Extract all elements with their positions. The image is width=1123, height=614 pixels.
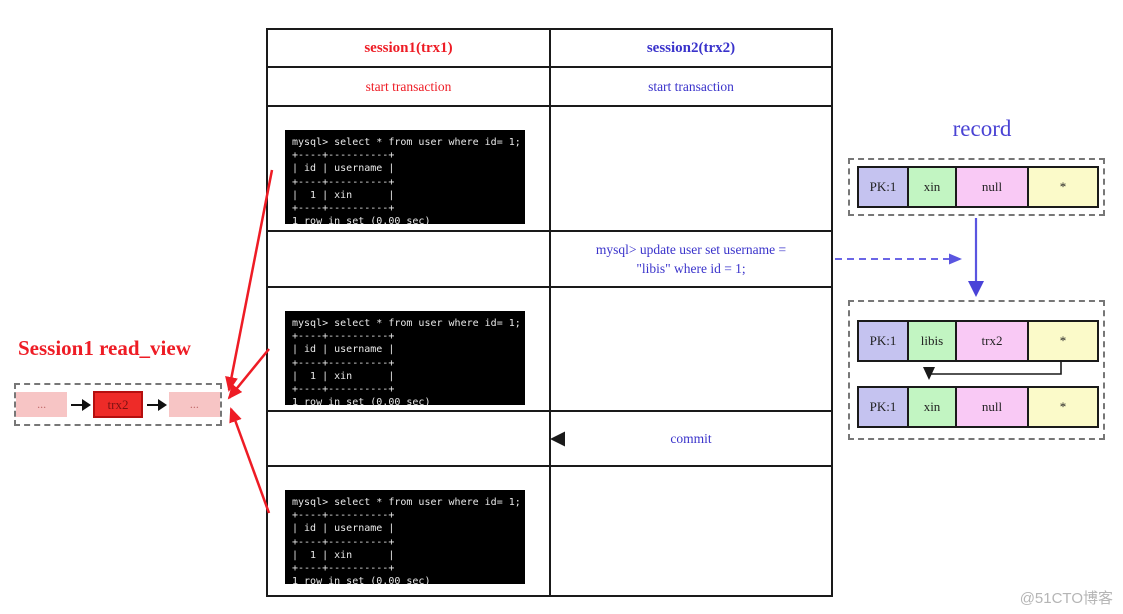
record-cell-pk: PK:1 [857, 320, 907, 362]
record-row-updated: PK:1 libis trx2 * [857, 320, 1099, 362]
session2-update-cell: mysql> update user set username = "libis… [551, 232, 831, 288]
record-cell-name: libis [907, 320, 955, 362]
right-arrow-icon [71, 398, 92, 411]
readview-chain-right: ... [168, 392, 221, 417]
readview-title: Session1 read_view [18, 336, 191, 360]
record-cell-trx: null [955, 166, 1027, 208]
session1-header: session1(trx1) [268, 30, 551, 68]
session2-empty-cell-1 [551, 107, 831, 232]
terminal-output-1: mysql> select * from user where id= 1; +… [285, 130, 525, 227]
record-cell-rest: * [1027, 386, 1099, 428]
record-cell-name: xin [907, 166, 955, 208]
record-cell-pk: PK:1 [857, 166, 907, 208]
commit-label: commit [670, 430, 712, 446]
record-cell-pk: PK:1 [857, 386, 907, 428]
record-row-undo: PK:1 xin null * [857, 386, 1099, 428]
session2-header: session2(trx2) [551, 30, 831, 68]
readview-chain-left: ... [16, 392, 68, 417]
session1-start-transaction: start transaction [268, 68, 551, 107]
session1-empty-cell-1 [268, 232, 551, 288]
session-timeline-table: session1(trx1) session2(trx2) start tran… [266, 28, 833, 597]
session2-empty-cell-3 [551, 467, 831, 595]
session2-commit-cell: commit [551, 412, 831, 467]
record-cell-trx: trx2 [955, 320, 1027, 362]
session1-select-cell-2: mysql> select * from user where id= 1; +… [268, 288, 551, 412]
record-title: record [952, 116, 1012, 141]
session2-empty-cell-2 [551, 288, 831, 412]
record-row-current: PK:1 xin null * [857, 166, 1099, 208]
update-statement: mysql> update user set username = "libis… [595, 242, 787, 276]
record-cell-rest: * [1027, 320, 1099, 362]
right-arrow-icon [146, 398, 167, 411]
terminal-output-2: mysql> select * from user where id= 1; +… [285, 311, 525, 408]
readview-box: ... trx2 ... [14, 383, 222, 426]
record-box-current: PK:1 xin null * [848, 158, 1105, 216]
record-cell-name: xin [907, 386, 955, 428]
terminal-output-3: mysql> select * from user where id= 1; +… [285, 490, 525, 587]
readview-chain-trx2: trx2 [93, 391, 143, 418]
session1-select-cell-1: mysql> select * from user where id= 1; +… [268, 107, 551, 232]
session1-select-cell-3: mysql> select * from user where id= 1; +… [268, 467, 551, 595]
record-cell-trx: null [955, 386, 1027, 428]
watermark: @51CTO博客 [1019, 590, 1113, 607]
record-cell-rest: * [1027, 166, 1099, 208]
session2-start-transaction: start transaction [551, 68, 831, 107]
session1-empty-cell-2 [268, 412, 551, 467]
record-box-versions: PK:1 libis trx2 * PK:1 xin null * [848, 300, 1105, 440]
